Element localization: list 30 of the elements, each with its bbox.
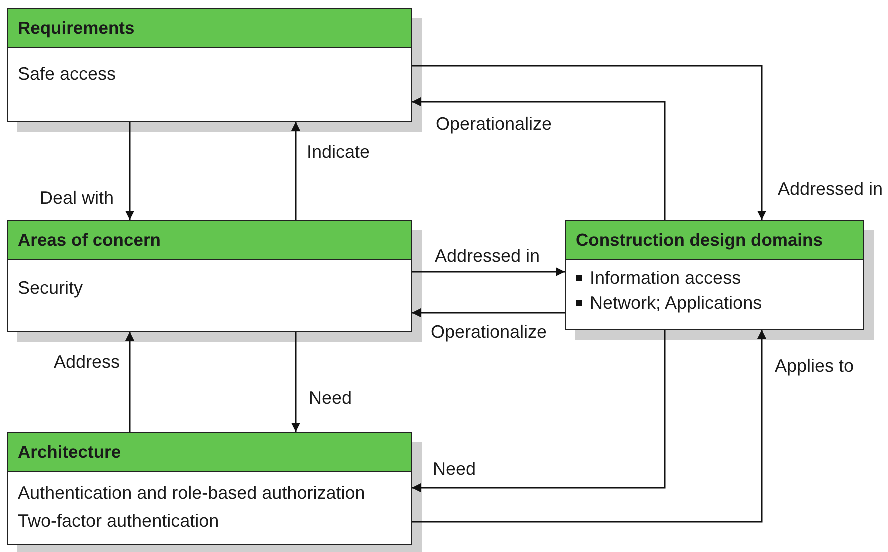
edge-label: Need: [309, 388, 352, 408]
arrow: [412, 308, 565, 318]
arrow: [412, 330, 766, 523]
arrow: [292, 122, 300, 220]
box-text: Two-factor authentication: [18, 511, 220, 531]
box-heading: Construction design domains: [566, 221, 863, 260]
arrow: [412, 268, 565, 276]
edge-label: Deal with: [40, 188, 114, 208]
box-text: Authentication and role-based authorization: [18, 483, 366, 503]
arrow: [412, 98, 666, 220]
list-item: Network; Applications: [590, 293, 762, 313]
edge-label: Address: [54, 352, 120, 372]
box-text: Security: [18, 278, 84, 298]
edge-label: Applies to: [775, 356, 854, 376]
box-text: Safe access: [18, 64, 118, 84]
edge-label: Indicate: [307, 142, 370, 162]
arrow: [412, 330, 666, 492]
box-heading: Architecture: [8, 433, 411, 472]
edge-label: Need: [433, 459, 476, 479]
arrow: [412, 65, 766, 220]
arrow: [126, 122, 134, 220]
box-heading: Requirements: [8, 9, 411, 48]
list-item: Information access: [590, 268, 742, 288]
arrow: [292, 332, 300, 432]
box-heading: Areas of concern: [8, 221, 411, 260]
edge-label: Operationalize: [436, 114, 552, 134]
edge-label: Addressed in: [778, 179, 884, 199]
arrow: [126, 332, 134, 432]
edge-label: Addressed in: [435, 246, 540, 266]
edge-label: Operationalize: [431, 322, 548, 342]
